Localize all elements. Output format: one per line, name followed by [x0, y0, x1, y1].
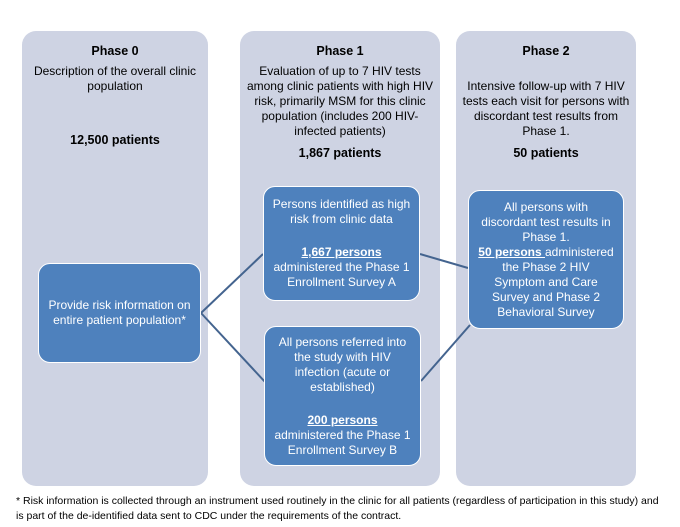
node-phase2-line2: administered the Phase 2 HIV Symptom and…	[491, 244, 614, 319]
phase-1-description: Evaluation of up to 7 HIV tests among cl…	[246, 64, 434, 138]
node-p1-bottom-line1: All persons referred into the study with…	[278, 334, 407, 394]
phase-0-header: Phase 0 Description of the overall clini…	[22, 43, 208, 148]
phase-1-title: Phase 1	[316, 44, 364, 58]
node-referred-hiv-infection[interactable]: All persons referred into the study with…	[264, 326, 421, 466]
node-phase2-line1: All persons with discordant test results…	[481, 199, 611, 244]
node-p1-bottom-detail: 200 persons administered the Phase 1 Enr…	[273, 413, 412, 458]
phase-2-title: Phase 2	[522, 44, 570, 58]
phase-2-count: 50 patients	[513, 146, 579, 160]
node-provide-risk-information[interactable]: Provide risk information on entire patie…	[38, 263, 201, 363]
node-p1-top-emphasis: 1,667 persons	[301, 245, 382, 259]
node-phase0-line1: Provide risk information on entire patie…	[48, 298, 191, 327]
phase-2-description: Intensive follow-up with 7 HIV tests eac…	[462, 79, 630, 138]
footnote-risk-information: * Risk information is collected through …	[16, 495, 659, 522]
node-p1-bottom-emphasis: 200 persons	[307, 412, 378, 427]
node-phase2-detail: 50 persons administered the Phase 2 HIV …	[477, 245, 615, 320]
node-p1-top-line1: Persons identified as high risk from cli…	[272, 197, 411, 226]
phase-0-description: Description of the overall clinic popula…	[33, 64, 197, 93]
phase-column-phase-0: Phase 0 Description of the overall clini…	[22, 31, 208, 486]
phase-1-count: 1,867 patients	[298, 146, 382, 160]
phase-1-header: Phase 1 Evaluation of up to 7 HIV tests …	[240, 43, 440, 161]
node-p1-top-line2: administered the Phase 1 Enrollment Surv…	[273, 260, 410, 289]
node-p1-bottom-line2: administered the Phase 1 Enrollment Surv…	[274, 427, 411, 457]
node-discordant-test-results[interactable]: All persons with discordant test results…	[468, 190, 624, 329]
phase-0-count: 12,500 patients	[70, 133, 160, 147]
node-high-risk-clinic-data[interactable]: Persons identified as high risk from cli…	[263, 186, 420, 301]
phase-0-title: Phase 0	[91, 44, 139, 58]
phase-2-header: Phase 2 Intensive follow-up with 7 HIV t…	[456, 43, 636, 161]
node-phase2-emphasis: 50 persons	[478, 244, 545, 259]
